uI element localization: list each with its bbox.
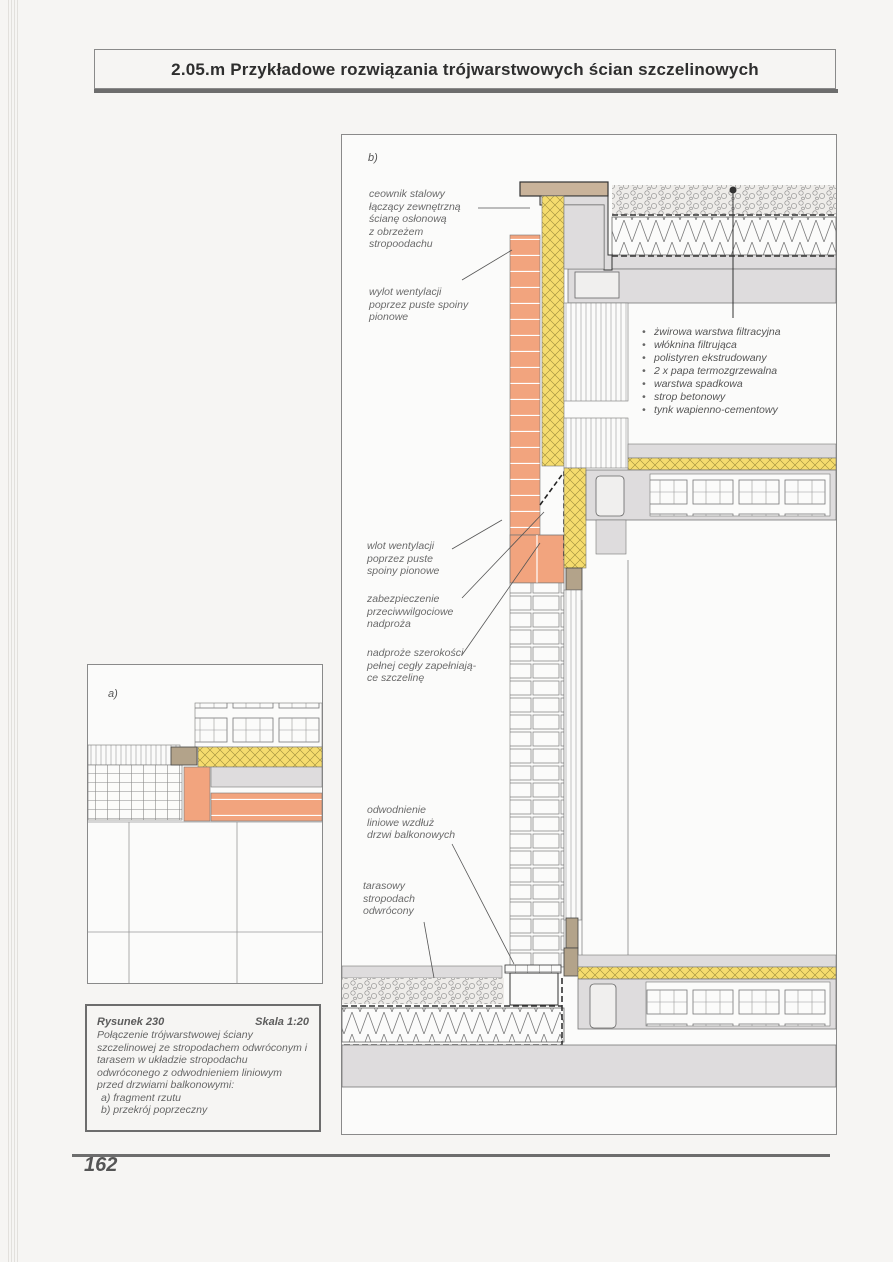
callout-ventilation-outlet: wylot wentylacji poprzez puste spoiny pi… — [369, 286, 469, 323]
plan-tiles — [88, 821, 322, 983]
section-header-box — [94, 49, 836, 89]
callout-leaders — [423, 207, 545, 979]
legend-item: żwirowa warstwa filtracyjna — [640, 326, 781, 339]
caption-figure-number: Rysunek 230 — [97, 1016, 165, 1028]
figure-b-label: b) — [368, 152, 378, 164]
insulation-floor-upper — [627, 457, 837, 471]
legend-item: włóknina filtrująca — [640, 339, 781, 352]
callout-steel-channel: ceownik stalowy łączący zewnętrzną ścian… — [369, 188, 461, 250]
caption-header: Rysunek 230 Skala 1:20 — [97, 1016, 309, 1028]
roof-layers-legend: żwirowa warstwa filtracyjna włóknina fil… — [640, 326, 781, 417]
legend-item: warstwa spadkowa — [640, 378, 781, 391]
gravel-layer-roof — [612, 185, 836, 215]
block-wall-lower — [509, 582, 565, 968]
plan-hollow-blocks — [194, 702, 323, 748]
insulation-floor-lower — [577, 966, 837, 980]
legend-item: 2 x papa termozgrzewalna — [640, 365, 781, 378]
legend-item: strop betonowy — [640, 391, 781, 404]
callout-inverted-terrace-roof: tarasowy stropodach odwrócony — [363, 880, 415, 917]
linear-drain-grate — [504, 964, 562, 974]
callout-ventilation-inlet: wlot wentylacji poprzez puste spoiny pio… — [367, 540, 440, 577]
figure-a-label: a) — [108, 688, 118, 700]
balcony-door-frame — [563, 589, 583, 921]
page-binding-edge — [8, 0, 18, 1262]
page-title: 2.05.m Przykładowe rozwiązania trójwarst… — [171, 60, 759, 79]
legend-item: polistyren ekstrudowany — [640, 352, 781, 365]
slope-layer-roof — [611, 254, 837, 270]
brick-facing-upper — [509, 234, 541, 536]
plan-insulation — [197, 746, 323, 768]
xps-terrace — [341, 1007, 565, 1043]
caption-item-b: b) przekrój poprzeczny — [101, 1104, 208, 1116]
page-number: 162 — [84, 1154, 118, 1176]
caption-text: Połączenie trójwarstwowej ściany szczeli… — [97, 1029, 308, 1091]
legend-item: tynk wapienno-cementowy — [640, 404, 781, 417]
section-header-rule — [94, 89, 838, 93]
caption-item-a: a) fragment rzutu — [101, 1091, 181, 1104]
plan-door-threshold — [87, 764, 183, 821]
plan-brick-leaf — [210, 792, 323, 822]
inner-wall-upper — [563, 302, 629, 402]
footer-rule — [72, 1154, 830, 1157]
callout-linear-drainage: odwodnienie liniowe wzdłuż drzwi balkono… — [367, 804, 456, 841]
steel-channel — [519, 181, 609, 197]
insulation-cavity-upper — [541, 195, 565, 467]
caption-scale: Skala 1:20 — [255, 1016, 309, 1028]
callout-lintel-damp-proofing: zabezpieczenie przeciwwilgociowe nadproż… — [367, 593, 454, 630]
plan-brick-corner — [183, 766, 211, 822]
callout-full-brick-lintel: nadproże szerokości pełnej cegły zapełni… — [367, 647, 477, 684]
figure-caption: Rysunek 230 Skala 1:20 Połączenie trójwa… — [85, 1004, 321, 1132]
gravel-layer-terrace — [342, 978, 504, 1004]
xps-roof — [611, 216, 837, 256]
terrace-slab — [341, 1044, 837, 1088]
